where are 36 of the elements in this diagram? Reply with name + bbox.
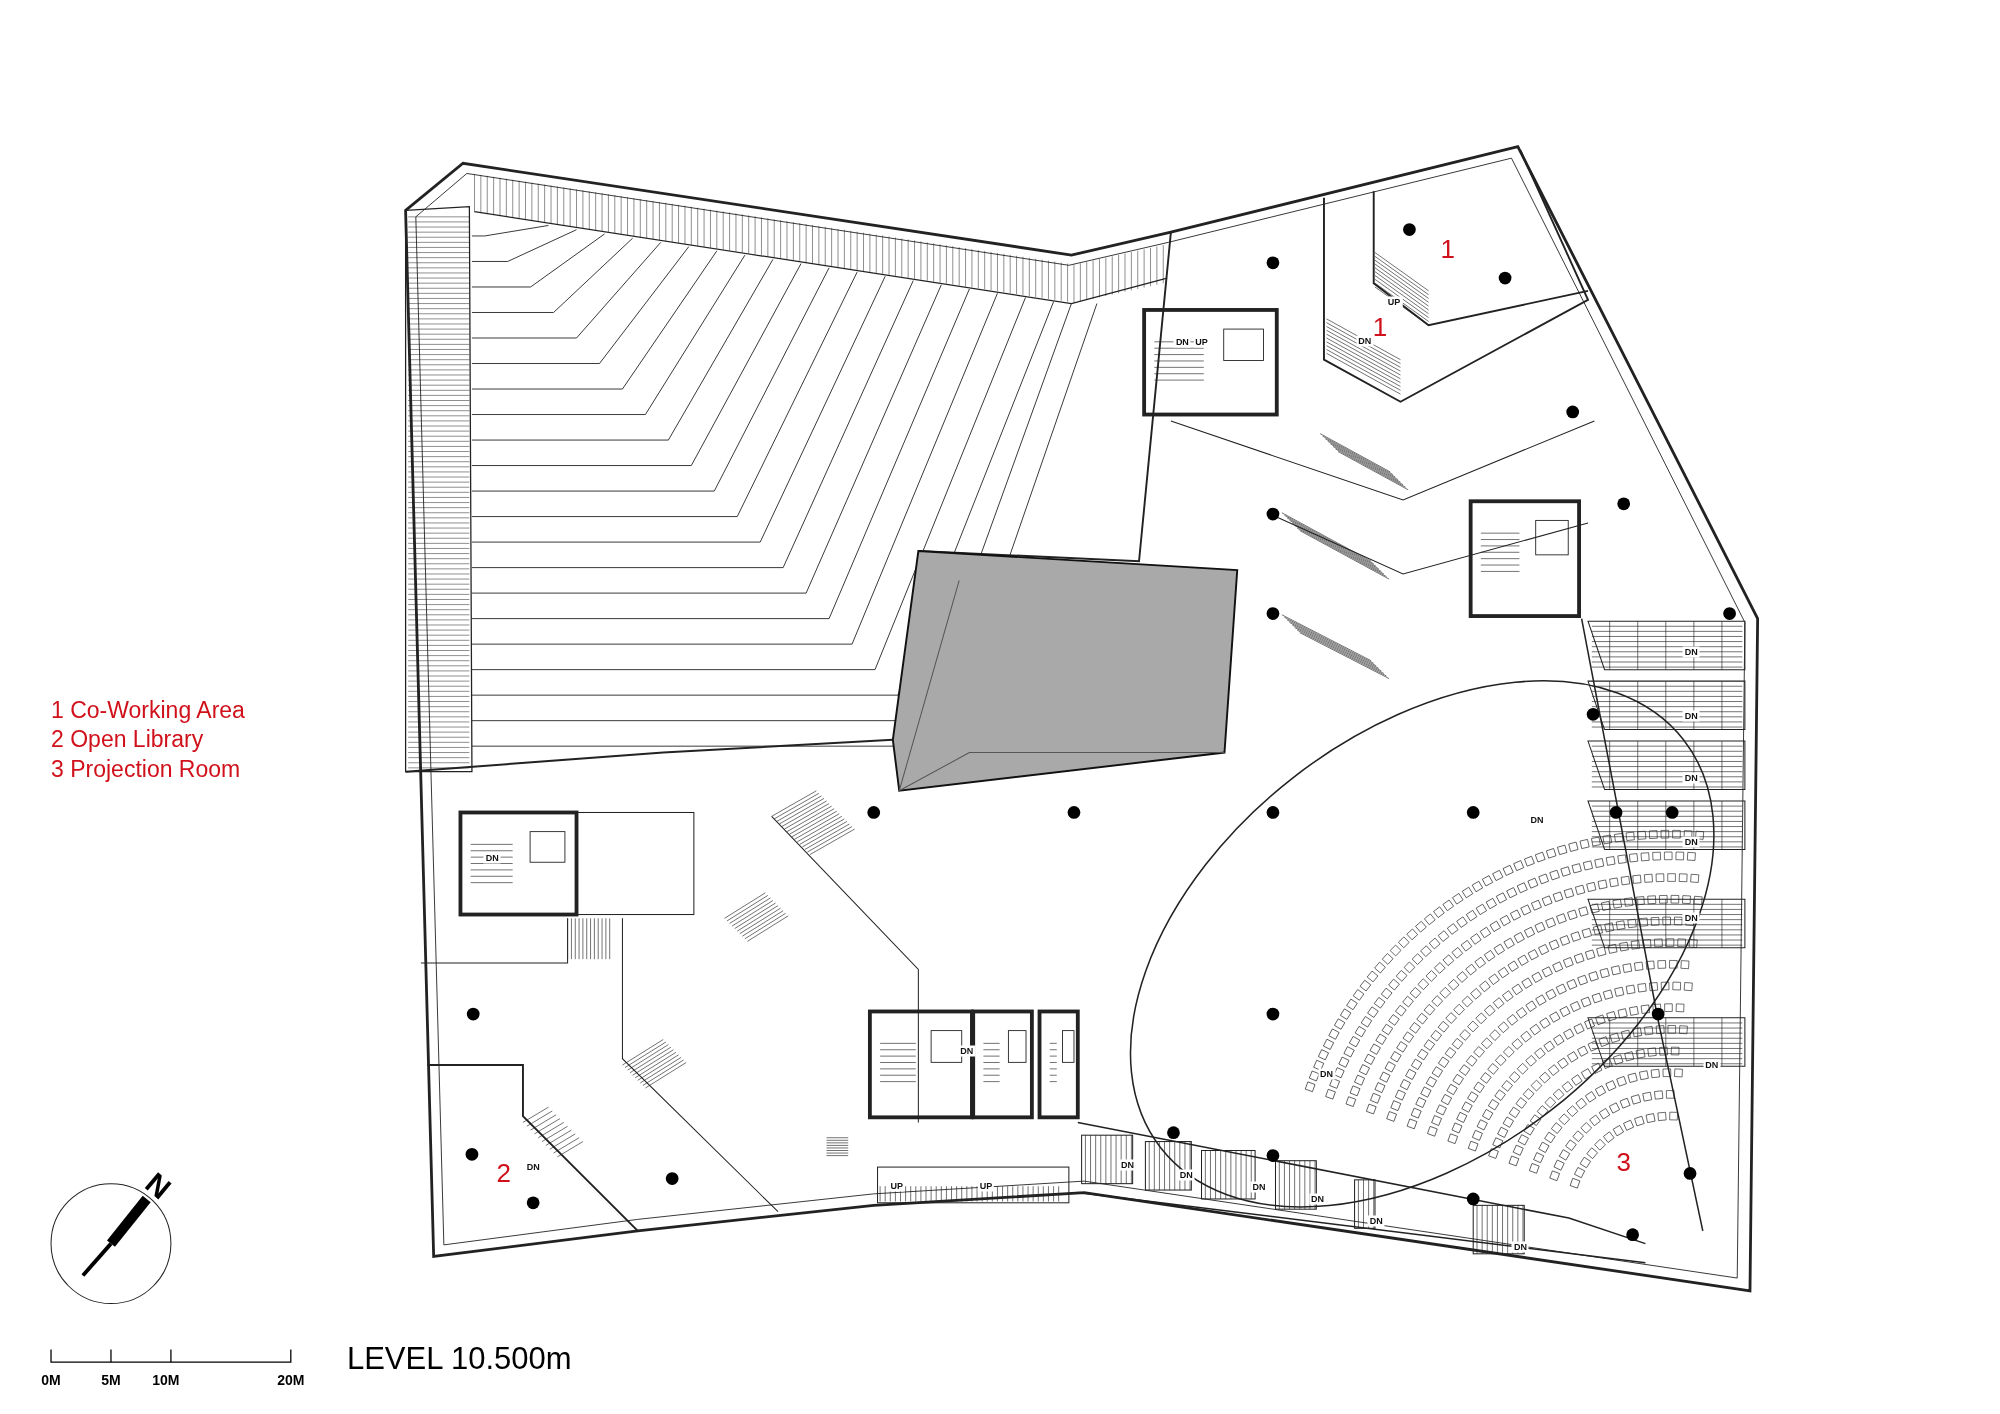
stair-direction-label: DN — [958, 1045, 976, 1057]
stair-direction-label: DN — [1682, 710, 1700, 722]
north-label: N — [140, 1167, 177, 1205]
stair-direction-label: DN — [1682, 836, 1700, 848]
callout-number: 3 — [1616, 1148, 1631, 1175]
stair-direction-label: DN — [1703, 1059, 1721, 1071]
level-title: LEVEL 10.500m — [346, 1343, 572, 1375]
stair-direction-label: DN — [483, 852, 501, 864]
callout-number: 1 — [1440, 235, 1455, 262]
stair-direction-label: DN — [1682, 646, 1700, 658]
room-key-item: 3 Projection Room — [51, 757, 241, 781]
room-key-item: 1 Co-Working Area — [51, 698, 245, 722]
stair-direction-label: DN — [1528, 814, 1546, 826]
callout-number: 1 — [1372, 313, 1388, 340]
stair-direction-label: DN — [1682, 912, 1700, 924]
scale-label: 10M — [152, 1373, 180, 1388]
scale-label: 5M — [101, 1373, 121, 1388]
stair-direction-label: DN — [1309, 1193, 1327, 1205]
stair-direction-label: DN — [1356, 335, 1374, 347]
stair-direction-label: DN — [1367, 1215, 1385, 1227]
stair-direction-label: DN — [1119, 1159, 1137, 1171]
stair-direction-label: UP — [888, 1180, 905, 1192]
stair-direction-label: DN — [1173, 336, 1191, 348]
callout-number: 2 — [496, 1160, 512, 1187]
stair-direction-label: UP — [977, 1180, 995, 1192]
scale-label: 20M — [277, 1373, 305, 1388]
stair-direction-label: UP — [1385, 296, 1403, 308]
scale-label: 0M — [41, 1373, 61, 1388]
stair-direction-label: DN — [524, 1161, 542, 1173]
stair-direction-label: DN — [1682, 772, 1700, 784]
stair-direction-label: DN — [1511, 1241, 1529, 1253]
stair-direction-label: DN — [1250, 1182, 1268, 1193]
stair-direction-label: DN — [1177, 1169, 1195, 1181]
stair-direction-label: DN — [1318, 1068, 1335, 1080]
room-key-item: 2 Open Library — [51, 728, 204, 752]
stair-direction-label: UP — [1193, 336, 1210, 348]
